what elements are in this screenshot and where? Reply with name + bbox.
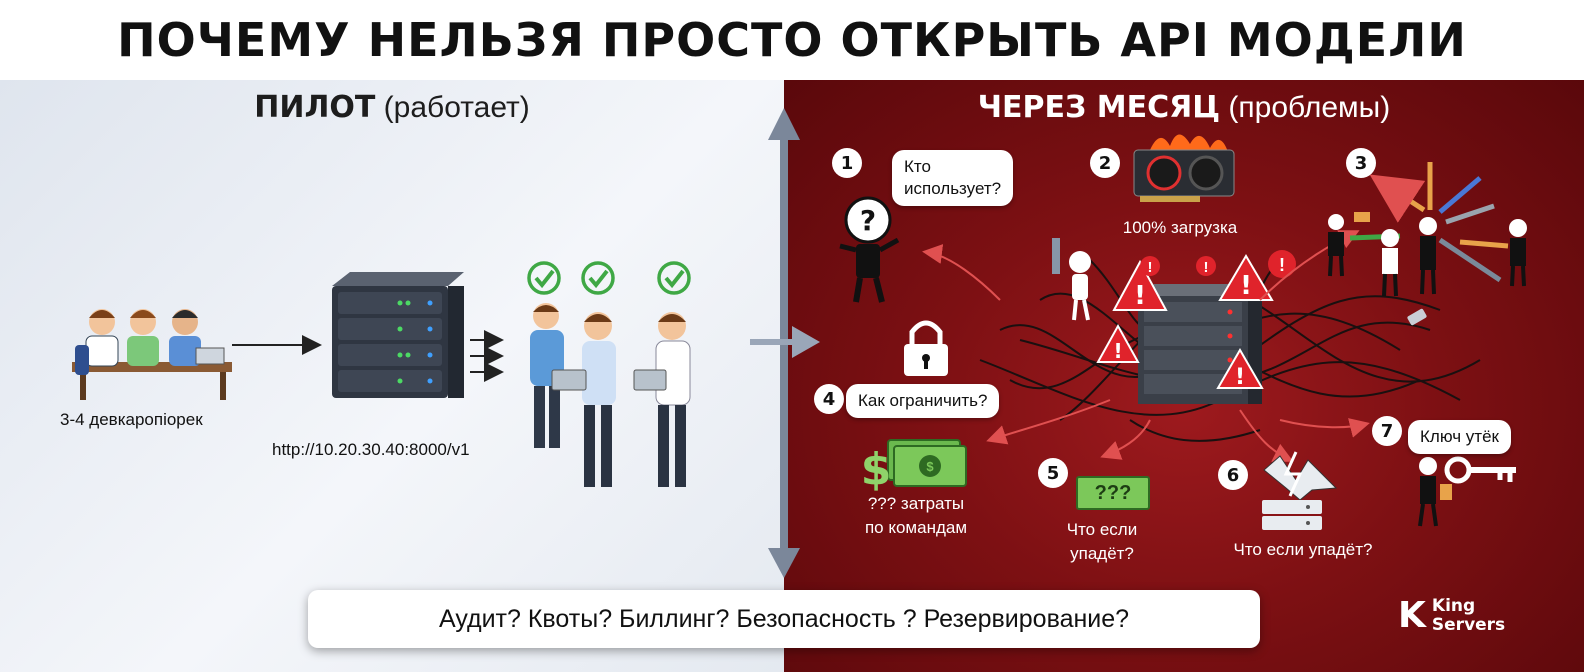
pilot-heading: ПИЛОТ (работает) bbox=[254, 90, 530, 125]
svg-text:!: ! bbox=[1204, 259, 1209, 276]
warning-icon: ! bbox=[1216, 348, 1264, 390]
svg-text:$: $ bbox=[926, 459, 934, 474]
what-if-fails-label-6: Что если упадёт? bbox=[1233, 540, 1373, 559]
confused-person-icon: ? bbox=[839, 196, 900, 303]
check-icon bbox=[657, 261, 691, 295]
svg-text:!: ! bbox=[1113, 339, 1122, 363]
warning-icon: ! bbox=[1112, 259, 1168, 311]
padlock-icon bbox=[904, 320, 948, 376]
item-number-6: 6 bbox=[1218, 460, 1248, 490]
developer-team-illustration bbox=[72, 309, 232, 400]
svg-text:$: $ bbox=[861, 444, 892, 495]
warning-icon: ! bbox=[1096, 323, 1140, 363]
svg-text:!: ! bbox=[1235, 365, 1245, 390]
svg-text:!: ! bbox=[1240, 271, 1252, 301]
svg-text:!: ! bbox=[1279, 255, 1285, 275]
page-title: ПОЧЕМУ НЕЛЬЗЯ ПРОСТО ОТКРЫТЬ API МОДЕЛИ bbox=[0, 0, 1584, 80]
warning-icon: ! bbox=[1218, 254, 1274, 301]
users-scatter-icon bbox=[1328, 162, 1527, 297]
key-leaked-bubble: Ключ утёк bbox=[1408, 420, 1511, 454]
key-theft-icon bbox=[1418, 456, 1516, 527]
check-icon bbox=[581, 261, 615, 295]
money-icon: $ $ bbox=[861, 439, 967, 495]
logo-mark: K bbox=[1398, 595, 1426, 636]
api-url: http://10.20.30.40:8000/v1 bbox=[272, 440, 470, 459]
item-number-5: 5 bbox=[1038, 458, 1068, 488]
unknown-cost-banknote: ??? bbox=[1076, 476, 1150, 510]
server-rack-icon bbox=[332, 272, 464, 398]
person-with-wrench-icon bbox=[1052, 238, 1091, 321]
alert-badge-icon: ! ! ! bbox=[1140, 250, 1296, 278]
svg-text:!: ! bbox=[1134, 281, 1146, 311]
svg-text:!: ! bbox=[1148, 259, 1153, 276]
check-icon bbox=[527, 261, 561, 295]
divider-arrow bbox=[750, 108, 820, 578]
item-number-4: 4 bbox=[814, 384, 844, 414]
bottom-questions-bar: Аудит? Квоты? Биллинг? Безопасность ? Ре… bbox=[308, 590, 1260, 648]
item-number-3: 3 bbox=[1346, 148, 1376, 178]
team-label: 3-4 девкаропіорек bbox=[60, 410, 203, 429]
logo-line1: King bbox=[1431, 596, 1476, 616]
overloaded-server-icon bbox=[1138, 284, 1262, 404]
logo-line2: Servers bbox=[1431, 615, 1506, 635]
users-illustration bbox=[530, 303, 691, 487]
svg-text:?: ? bbox=[860, 204, 876, 237]
item-number-1: 1 bbox=[832, 148, 862, 178]
item-number-7: 7 bbox=[1372, 416, 1402, 446]
what-if-fails-label-5: Что если упадёт? bbox=[1066, 520, 1138, 563]
gpu-overheat-icon bbox=[1133, 134, 1235, 202]
problems-heading: ЧЕРЕЗ МЕСЯЦ (проблемы) bbox=[977, 90, 1391, 125]
broken-server-icon bbox=[1262, 451, 1338, 530]
costs-label: ??? затраты по командам bbox=[864, 494, 968, 537]
plug-icon bbox=[1407, 308, 1427, 326]
item-number-2: 2 bbox=[1090, 148, 1120, 178]
how-to-limit-bubble: Как ограничить? bbox=[846, 384, 1000, 418]
load-label: 100% загрузка bbox=[1122, 218, 1238, 237]
who-uses-bubble: Кто использует? bbox=[892, 150, 1014, 206]
